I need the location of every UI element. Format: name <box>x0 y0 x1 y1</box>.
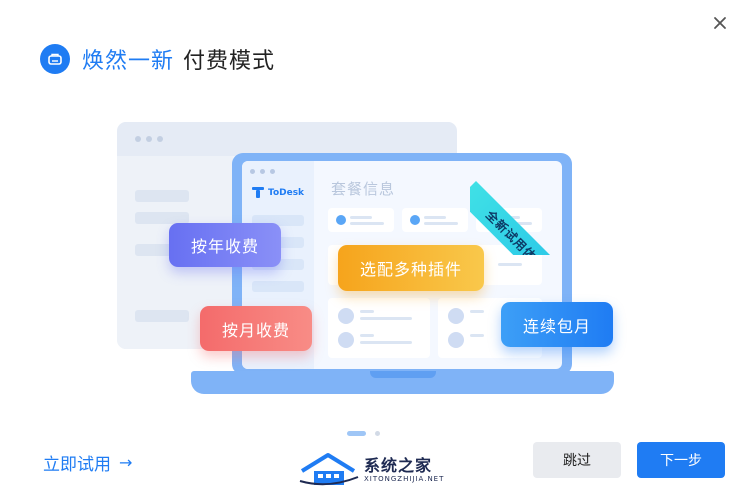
todesk-brand-text: ToDesk <box>268 187 305 198</box>
todesk-brand: ToDesk <box>252 187 304 198</box>
new-trial-ribbon: 全新试用体验 <box>470 153 572 255</box>
payment-mode-logo-icon <box>40 44 70 74</box>
skip-button[interactable]: 跳过 <box>533 442 621 478</box>
arrow-right-icon: → <box>119 453 133 472</box>
laptop-notch <box>370 371 436 378</box>
close-button[interactable] <box>707 10 733 36</box>
package-info-title: 套餐信息 <box>331 180 396 198</box>
page-dot-active[interactable] <box>347 431 366 436</box>
dialog-header: 焕然一新 付费模式 <box>40 42 275 76</box>
next-button[interactable]: 下一步 <box>637 442 725 478</box>
title-highlight: 焕然一新 <box>82 49 175 74</box>
monthly-billing-label: 按月收费 <box>221 320 290 340</box>
feature-illustration: ToDesk 套餐信息 <box>117 122 614 394</box>
watermark-domain: XITONGZHIJIA.NET <box>364 474 445 483</box>
try-now-link[interactable]: 立即试用 → <box>43 450 132 475</box>
plugins-label: 选配多种插件 <box>359 260 462 279</box>
continuous-monthly-label: 连续包月 <box>522 316 591 336</box>
annual-billing-tag: 按年收费 <box>169 223 281 267</box>
site-watermark: 系统之家 XITONGZHIJIA.NET <box>298 451 444 489</box>
continuous-monthly-tag: 连续包月 <box>501 302 613 347</box>
plugins-tag: 选配多种插件 <box>338 245 484 291</box>
ribbon-text: 全新试用体验 <box>483 207 549 255</box>
watermark-name: 系统之家 <box>364 455 433 475</box>
close-icon <box>714 17 726 29</box>
title-rest: 付费模式 <box>183 49 276 74</box>
todesk-logo-icon <box>252 187 264 198</box>
page-dot[interactable] <box>375 431 380 436</box>
laptop-base <box>191 371 614 394</box>
annual-billing-label: 按年收费 <box>190 237 259 256</box>
monthly-billing-tag: 按月收费 <box>200 306 312 351</box>
try-now-label: 立即试用 <box>43 455 111 475</box>
page-indicator <box>347 431 380 436</box>
house-logo-icon <box>299 453 359 486</box>
